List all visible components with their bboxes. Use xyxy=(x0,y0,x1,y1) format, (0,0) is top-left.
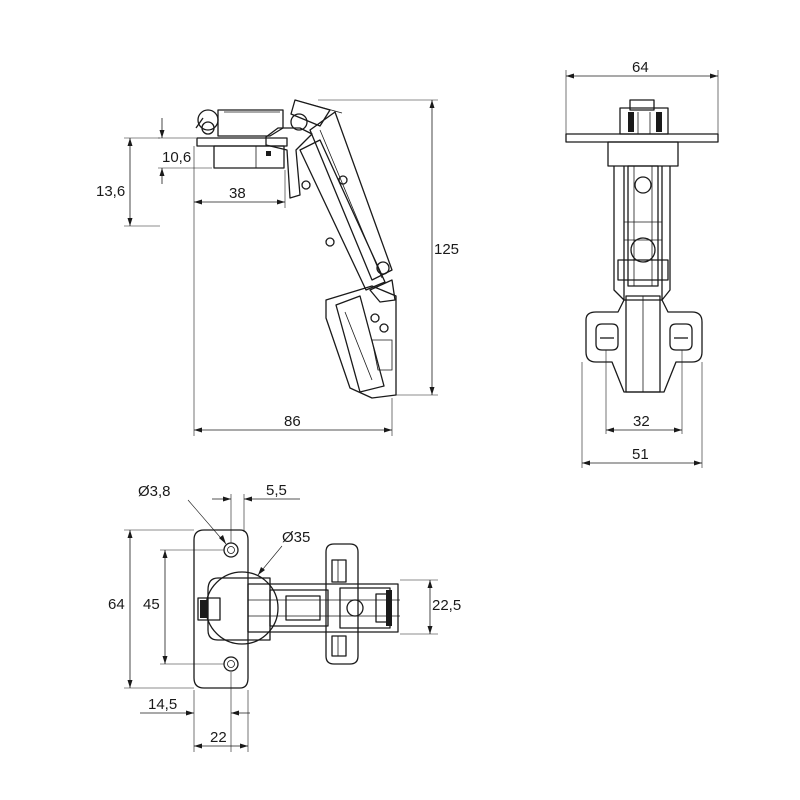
dim-plate-thickness: 10,6 xyxy=(158,118,212,184)
dim-cup-diameter: Ø35 xyxy=(257,529,310,576)
dim-width: 86 xyxy=(193,146,393,436)
dim-screw-spacing: 45 xyxy=(143,549,224,665)
dim-label-hole-spacing: 32 xyxy=(633,413,650,430)
dim-cup-depth: 38 xyxy=(194,170,286,208)
dim-hole-offset: 5,5 xyxy=(212,482,300,543)
dim-offset: 13,6 xyxy=(96,137,160,227)
dim-label-plate-width: 64 xyxy=(632,59,649,76)
dim-label-width: 86 xyxy=(284,413,301,430)
side-view-hinge-body xyxy=(195,99,397,399)
dim-label-overall-height: 64 xyxy=(108,596,125,613)
front-view: 64 32 51 xyxy=(565,59,719,468)
dim-cup-plate: 22 xyxy=(194,690,249,752)
dim-label-plate-thickness: 10,6 xyxy=(162,149,191,166)
dim-base-width: 51 xyxy=(581,362,703,468)
dim-label-cup-edge: 14,5 xyxy=(148,696,177,713)
dim-label-hole-offset: 5,5 xyxy=(266,482,287,499)
dim-plate-width: 64 xyxy=(565,59,719,134)
dim-label-cup-depth: 38 xyxy=(229,185,246,202)
dim-hole-spacing: 32 xyxy=(605,350,683,434)
dim-label-screw-hole: Ø3,8 xyxy=(138,483,171,500)
dim-label-cup-plate: 22 xyxy=(210,729,227,746)
dim-cup-edge: 14,5 xyxy=(140,672,250,752)
dim-arm-width: 22,5 xyxy=(400,579,461,635)
dim-label-screw-spacing: 45 xyxy=(143,596,160,613)
dim-label-offset: 13,6 xyxy=(96,183,125,200)
top-view: Ø3,8 5,5 Ø35 64 xyxy=(108,482,461,752)
dim-overall-height: 64 xyxy=(108,529,194,689)
front-view-hinge-body xyxy=(565,99,719,393)
dim-label-base-width: 51 xyxy=(632,446,649,463)
dim-label-height: 125 xyxy=(434,241,459,258)
dim-screw-hole: Ø3,8 xyxy=(138,483,227,545)
dim-height: 125 xyxy=(318,99,459,396)
dim-label-arm-width: 22,5 xyxy=(432,597,461,614)
side-view: 10,6 13,6 38 125 xyxy=(96,99,459,436)
top-view-hinge-body xyxy=(193,529,400,689)
dim-label-cup-diameter: Ø35 xyxy=(282,529,310,546)
